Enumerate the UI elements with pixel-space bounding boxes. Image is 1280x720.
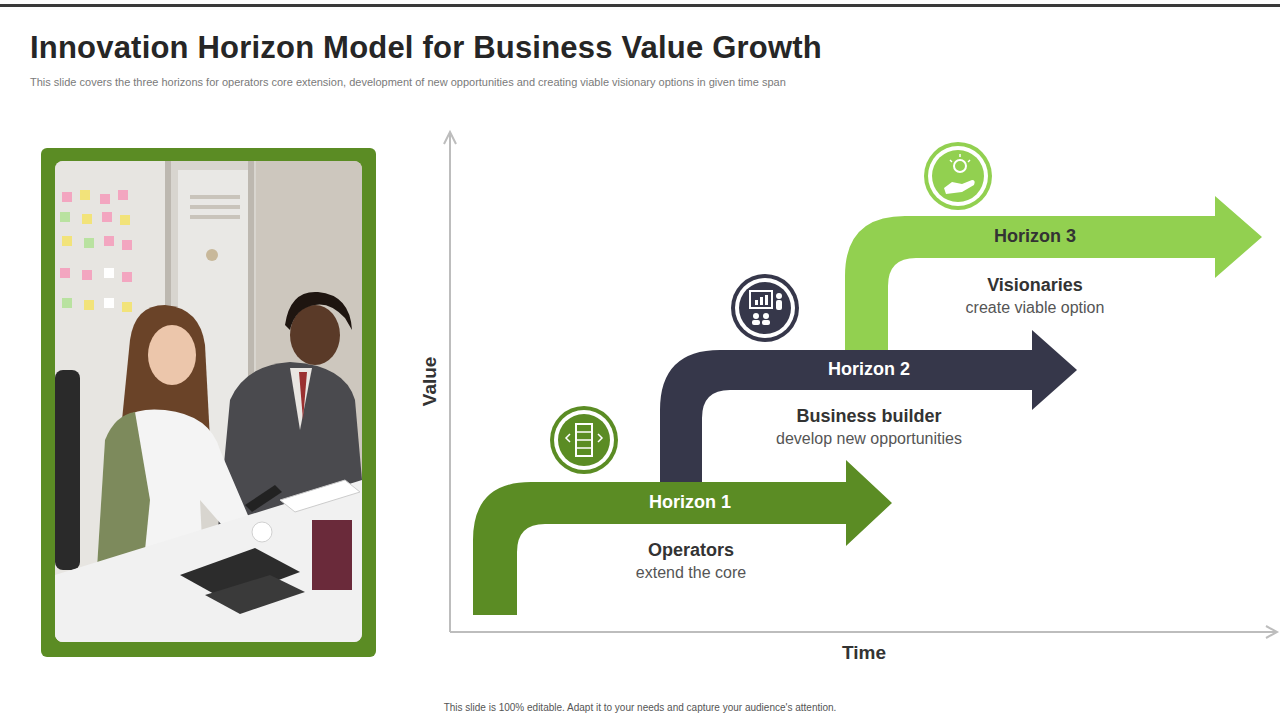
icon-glyph <box>763 313 769 319</box>
icon-glyph <box>750 291 772 308</box>
icon-ring <box>731 274 799 342</box>
slide-title: Innovation Horizon Model for Business Va… <box>30 29 822 66</box>
sticky-note <box>82 214 92 224</box>
role-heading: Visionaries <box>987 275 1083 297</box>
icon-ring <box>550 406 618 474</box>
icon-gap <box>928 146 988 206</box>
horizon-arrow: Horizon 3 Visionariescreate viable option <box>845 196 1262 365</box>
icon-glyph <box>776 293 782 299</box>
icon-glyph <box>944 180 975 194</box>
woman-head <box>148 325 196 385</box>
sticky-note <box>60 268 70 278</box>
icon-glyph <box>760 297 763 305</box>
sticky-note <box>62 236 72 246</box>
icon-disc <box>739 282 791 334</box>
paper-ball <box>252 522 272 542</box>
icon-glyph <box>755 300 758 305</box>
man-shirt <box>290 368 312 430</box>
arrow-shape <box>473 460 892 615</box>
sticky-note <box>84 238 94 248</box>
sticky-note <box>122 240 132 250</box>
icon-glyph <box>576 447 592 449</box>
door-blind <box>190 205 240 209</box>
footer-note: This slide is 100% editable. Adapt it to… <box>444 702 837 714</box>
sticky-note <box>118 190 128 200</box>
sticky-note <box>62 298 72 308</box>
slide-subtitle: This slide covers the three horizons for… <box>30 76 786 89</box>
papers <box>280 480 360 512</box>
icon-disc <box>558 414 610 466</box>
horizon-label: Horizon 3 <box>994 226 1076 248</box>
axis-arrowhead <box>1266 626 1277 638</box>
time-axis <box>450 631 1276 633</box>
door-blind <box>190 195 240 199</box>
icon-glyph <box>950 160 952 162</box>
phone <box>245 485 282 512</box>
icon-glyph <box>566 434 570 442</box>
role-description: develop new opportunities <box>776 429 962 448</box>
tablet <box>205 575 305 614</box>
man-hair <box>285 292 352 330</box>
man-tie <box>299 372 307 420</box>
horizon-arrow: Horizon 1 Operatorsextend the core <box>473 460 892 615</box>
icon-glyph <box>954 160 966 172</box>
sticky-note <box>104 268 114 278</box>
icon-ring <box>924 142 992 210</box>
desk <box>55 480 362 642</box>
axis-arrowhead <box>444 132 456 144</box>
sticky-note <box>82 270 92 280</box>
icon-glyph <box>598 434 602 442</box>
axis-label: Value <box>420 356 443 406</box>
operations-icon <box>550 406 618 474</box>
photo-frame <box>41 148 376 657</box>
icon-gap <box>554 410 614 470</box>
sticky-note <box>104 236 114 246</box>
sticky-note <box>120 215 130 225</box>
horizon-arrow: Horizon 2 Business builderdevelop new opp… <box>660 330 1077 500</box>
horizon-label: Horizon 1 <box>649 492 731 514</box>
sticky-note <box>122 302 132 312</box>
icon-gap <box>735 278 795 338</box>
presentation-icon <box>731 274 799 342</box>
arrow-outline <box>473 460 892 615</box>
sticky-note <box>100 194 110 204</box>
chair <box>55 370 80 570</box>
icon-glyph <box>765 295 768 305</box>
icon-glyph <box>576 431 592 433</box>
arrow-outline <box>660 330 1077 500</box>
sticky-note <box>102 212 112 222</box>
icon-glyph <box>752 320 760 325</box>
horizon-label: Horizon 2 <box>828 359 910 381</box>
icon-glyph <box>753 313 759 319</box>
sticky-note <box>104 298 114 308</box>
office-photo <box>55 161 362 642</box>
icon-glyph <box>576 424 592 456</box>
axis-label: Time <box>842 642 886 665</box>
role-heading: Business builder <box>796 406 941 428</box>
icon-glyph <box>762 320 770 325</box>
arrow-outline <box>845 196 1262 365</box>
value-axis <box>449 134 451 632</box>
role-heading: Operators <box>648 540 734 562</box>
door-blind <box>190 215 240 219</box>
idea-icon <box>924 142 992 210</box>
sticky-note <box>84 300 94 310</box>
sticky-note <box>122 272 132 282</box>
icon-glyph <box>776 300 782 310</box>
role-description: create viable option <box>966 298 1105 317</box>
sticky-note <box>80 190 90 200</box>
sticky-note <box>60 212 70 222</box>
icon-glyph <box>968 160 970 162</box>
icon-glyph <box>959 154 961 157</box>
door-sign <box>206 249 218 261</box>
icon-glyph <box>576 439 592 441</box>
photo-wall <box>55 161 362 642</box>
sticky-note <box>62 192 72 202</box>
top-rule <box>0 4 1280 7</box>
pen-holder <box>312 520 352 590</box>
role-description: extend the core <box>636 563 746 582</box>
icon-disc <box>932 150 984 202</box>
